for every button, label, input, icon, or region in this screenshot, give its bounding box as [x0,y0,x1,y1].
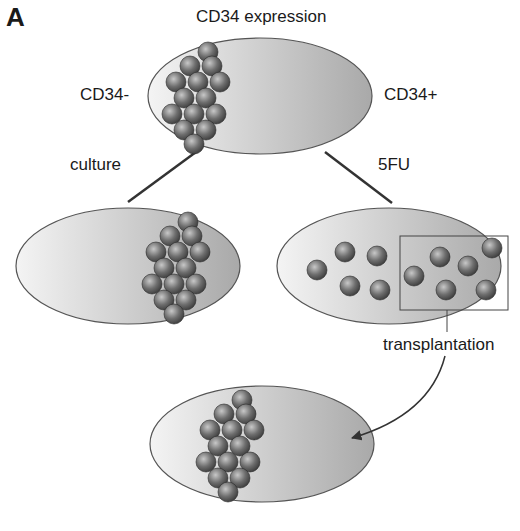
curved-arrow [352,356,445,438]
figure-title: CD34 expression [196,6,326,27]
arrow-line [128,152,196,202]
step-label: transplantation [383,334,495,355]
leader-line [447,310,448,332]
cell-sphere [370,280,390,300]
cell-sphere [404,266,424,286]
population-ellipse [148,38,372,154]
cell-sphere [210,72,230,92]
cell-sphere [190,242,210,262]
population-label: CD34+ [384,84,437,105]
cell-sphere [476,280,496,300]
cell-sphere [436,280,456,300]
cell-sphere [335,242,355,262]
cell-sphere [458,256,478,276]
cell-sphere [218,482,238,502]
population-ellipse [277,208,501,324]
cell-sphere [184,134,204,154]
cell-sphere [482,238,502,258]
cell-sphere [340,276,360,296]
panel-letter: A [6,2,25,32]
population-ellipse [150,386,374,502]
cell-group [142,42,502,502]
cell-sphere [430,247,450,267]
selection-box [400,236,508,310]
cell-sphere [244,420,264,440]
cell-sphere [307,260,327,280]
population-ellipse [16,208,240,324]
cell-sphere [164,304,184,324]
population-label: CD34- [80,84,129,105]
step-label: culture [70,154,121,175]
cell-sphere [367,246,387,266]
step-label: 5FU [378,154,410,175]
